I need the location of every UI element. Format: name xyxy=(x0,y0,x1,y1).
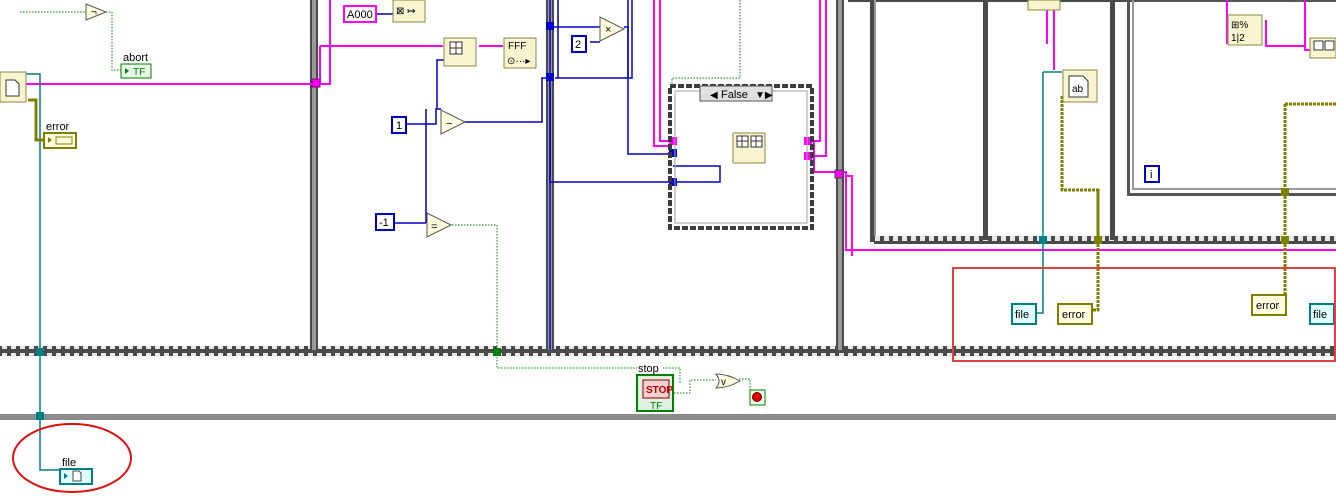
svg-text:-1: -1 xyxy=(379,217,389,229)
stop-label: stop xyxy=(638,363,659,375)
svg-text:file: file xyxy=(1313,309,1327,321)
format-string-node[interactable]: FFF ⊙···▸ xyxy=(503,37,537,69)
case-selector-dropdown-icon[interactable]: ▼▶ xyxy=(755,90,773,101)
svg-text:⊙···▸: ⊙···▸ xyxy=(507,56,530,67)
svg-text:TF: TF xyxy=(650,401,662,412)
write-to-text-file-node[interactable]: ab xyxy=(1062,69,1098,103)
file-indicator-bottom[interactable]: file xyxy=(59,455,93,485)
numeric-constant-two[interactable]: 2 xyxy=(571,35,587,53)
iteration-terminal: i xyxy=(1144,165,1160,183)
build-array-node[interactable] xyxy=(1309,37,1336,59)
multiply-function[interactable]: × xyxy=(599,16,626,42)
equal-function[interactable]: = xyxy=(426,212,453,238)
svg-text:FFF: FFF xyxy=(508,41,526,52)
number-to-string-node[interactable]: ⊞% 1|2 xyxy=(1227,14,1263,46)
stop-button-control[interactable]: stop STOP TF xyxy=(636,362,674,412)
abort-label: abort xyxy=(123,52,148,64)
error-indicator-left[interactable]: error xyxy=(43,119,77,149)
svg-text:1: 1 xyxy=(396,120,402,132)
case-structure[interactable]: ◀ False ▼▶ xyxy=(668,84,814,230)
svg-text:−: − xyxy=(446,118,452,130)
or-function[interactable]: v xyxy=(714,373,741,389)
svg-text:file: file xyxy=(1015,309,1029,321)
abort-indicator[interactable]: abort TF xyxy=(120,51,152,79)
inner-sequence-structure xyxy=(848,0,1336,244)
error-indicator-right[interactable]: error xyxy=(1251,294,1287,316)
error-cluster-wires xyxy=(28,96,1336,312)
svg-text:STOP: STOP xyxy=(646,385,673,396)
svg-text:TF: TF xyxy=(133,67,145,78)
highlight-circle xyxy=(12,423,132,493)
svg-text:⊞%: ⊞% xyxy=(1231,20,1248,31)
not-function[interactable]: ¬ xyxy=(85,3,108,21)
svg-text:2: 2 xyxy=(575,39,581,51)
string-constant-a000[interactable]: A000 xyxy=(343,5,377,23)
svg-text:error: error xyxy=(1256,300,1280,312)
top-right-file-node[interactable] xyxy=(1027,0,1061,11)
file-bottom-label: file xyxy=(62,457,76,469)
file-indicator-mid[interactable]: file xyxy=(1011,303,1037,325)
svg-text:×: × xyxy=(605,24,611,36)
svg-text:⊠ ↦: ⊠ ↦ xyxy=(396,6,416,17)
svg-text:A000: A000 xyxy=(347,9,373,21)
svg-text:¬: ¬ xyxy=(91,7,97,18)
array-subset-node[interactable] xyxy=(443,37,477,67)
while-loop-bottom-border xyxy=(0,414,1336,420)
hex-string-to-number-node[interactable]: ⊠ ↦ xyxy=(392,0,426,23)
replace-array-subset-node[interactable] xyxy=(732,132,766,164)
case-selector-left-arrow[interactable]: ◀ xyxy=(710,90,718,101)
highlight-rectangle xyxy=(952,267,1336,362)
numeric-wires xyxy=(372,0,721,350)
numeric-constant-one[interactable]: 1 xyxy=(391,116,407,134)
tunnels xyxy=(36,22,1289,420)
file-refnum-wires xyxy=(24,71,1062,471)
file-indicator-right[interactable]: file xyxy=(1309,303,1335,325)
svg-text:1|2: 1|2 xyxy=(1231,33,1245,44)
error-indicator-mid[interactable]: error xyxy=(1057,303,1093,325)
svg-text:ab: ab xyxy=(1072,84,1084,95)
case-selector-label[interactable]: False xyxy=(721,89,748,101)
svg-text:v: v xyxy=(721,377,726,388)
loop-condition-terminal[interactable] xyxy=(749,389,766,406)
svg-text:=: = xyxy=(431,221,437,233)
numeric-constant-negative-one[interactable]: -1 xyxy=(375,213,395,231)
svg-text:i: i xyxy=(1150,169,1152,181)
open-file-node[interactable] xyxy=(0,71,27,103)
subtract-function[interactable]: − xyxy=(440,109,467,135)
svg-text:error: error xyxy=(1062,309,1086,321)
error-left-label: error xyxy=(46,121,70,133)
